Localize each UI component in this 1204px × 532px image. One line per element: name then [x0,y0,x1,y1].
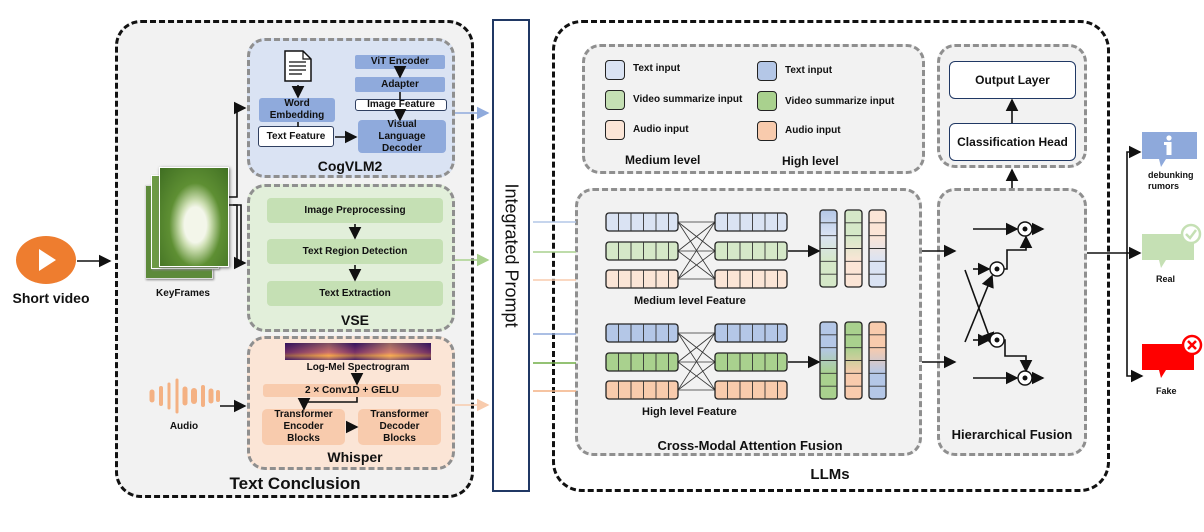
legend-swatch-video-high [757,91,777,111]
medium-text-vector [605,212,679,232]
cross-bubble-icon [1142,334,1203,378]
legend-label: Text input [785,65,833,76]
text-conclusion-title: Text Conclusion [229,474,361,493]
legend-swatch-audio-high [757,121,777,141]
keyframe-image [159,167,229,267]
output-label: Fake [1156,386,1177,396]
high-fused-audio [868,321,887,400]
output-label: Real [1156,274,1176,284]
high-audio-attended [714,380,788,400]
legend-label: Text input [633,63,681,74]
spectrogram-label: Log-Mel Spectrogram [306,362,410,373]
output-label: debunking rumors [1148,170,1194,191]
medium-audio-vector [605,269,679,289]
transformer-encoder-block: Transformer Encoder Blocks [262,409,345,445]
integrated-prompt-bar [492,19,530,492]
play-icon [16,236,76,284]
high-text-attended [714,323,788,343]
legend-swatch-text-high [757,61,777,81]
legend-label: Audio input [785,125,841,136]
vse-title: VSE [340,312,369,328]
whisper-title: Whisper [327,449,383,465]
cogvlm2-title: CogVLM2 [317,158,383,174]
vse-step-text-region-detection: Text Region Detection [267,239,443,264]
medium-video-attended [714,241,788,261]
attention-links-medium [677,221,716,280]
high-text-vector [605,323,679,343]
output-fake: Fake [1142,334,1204,398]
keyframes-stack [143,163,233,279]
legend-label: Audio input [633,124,689,135]
legend-label: Video summarize input [785,96,895,107]
short-video-label: Short video [12,290,90,306]
short-video-input [16,236,76,284]
hierarchical-fusion-title: Hierarchical Fusion [951,427,1073,442]
legend-swatch-video-medium [605,90,625,110]
classification-head-block: Classification Head [949,123,1076,161]
medium-fused-text [819,209,838,288]
vse-step-image-preprocessing: Image Preprocessing [267,198,443,223]
llms-title: LLMs [810,466,850,483]
visual-language-decoder-block: Visual Language Decoder [358,119,446,154]
audio-wave-icon [148,378,220,414]
info-bubble-icon [1142,132,1197,167]
keyframes-label: KeyFrames [156,288,210,299]
cross-modal-fusion-title: Cross-Modal Attention Fusion [657,438,843,453]
legend-medium-title: Medium level [625,153,701,167]
medium-video-vector [605,241,679,261]
high-video-vector [605,352,679,372]
high-audio-vector [605,380,679,400]
check-bubble-icon [1142,223,1202,268]
legend-panel [582,44,925,174]
transformer-decoder-block: Transformer Decoder Blocks [358,409,441,445]
output-debunking: debunking rumors [1142,132,1198,191]
medium-fused-audio [868,209,887,288]
vit-encoder-block: ViT Encoder [355,55,445,69]
output-real: Real [1142,223,1202,286]
vse-step-text-extraction: Text Extraction [267,281,443,306]
cross-modal-fusion-panel [575,188,922,456]
high-level-feature-label: High level Feature [642,406,737,418]
legend-swatch-text-medium [605,60,625,80]
medium-fused-video [844,209,863,288]
high-fused-text [819,321,838,400]
word-embedding-block: Word Embedding [259,98,335,122]
adapter-block: Adapter [355,77,445,92]
conv-gelu-block: 2 × Conv1D + GELU [263,384,441,397]
document-icon [284,50,312,82]
text-feature-block: Text Feature [258,126,334,147]
audio-label: Audio [169,421,199,432]
high-video-attended [714,352,788,372]
high-fused-video [844,321,863,400]
legend-swatch-audio-medium [605,120,625,140]
legend-high-title: High level [782,154,839,168]
legend-label: Video summarize input [633,94,743,105]
attention-links-high [677,332,716,391]
medium-text-attended [714,212,788,232]
medium-audio-attended [714,269,788,289]
medium-level-feature-label: Medium level Feature [634,295,746,307]
